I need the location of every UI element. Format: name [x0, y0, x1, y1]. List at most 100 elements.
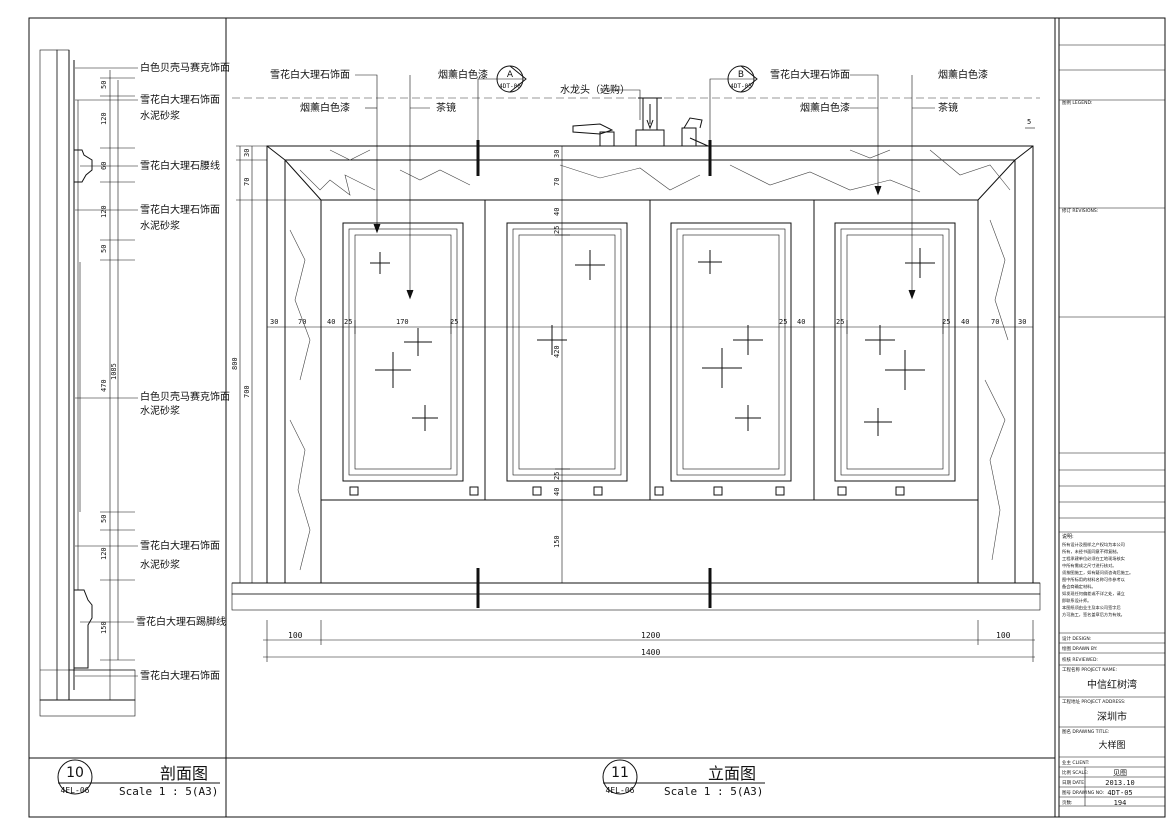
elev-cdim-30: 30 — [553, 150, 561, 158]
callout-b-ref: 4DT-05 — [730, 83, 752, 90]
elev-label-paint-right-2: 烟薰白色漆 — [800, 101, 850, 114]
section-view: 50 120 60 120 50 470 1085 50 120 150 白色贝… — [39, 49, 230, 717]
section-cut-markers — [476, 140, 712, 608]
callout-a-ref: 4DT-06 — [499, 83, 521, 90]
tb-note-8: 如发现任何偏差或不详之处，请立 — [1062, 590, 1125, 597]
elev-cdim-40b: 40 — [553, 488, 561, 496]
tb-client-label: 业主 CLIENT: — [1062, 759, 1089, 766]
elev-cdim-25a: 25 — [553, 226, 561, 234]
tb-note-11: 方可施工，签名盖章后方为有效。 — [1062, 611, 1125, 618]
mirror-door-2 — [506, 222, 628, 482]
elev-cdim-150: 150 — [553, 535, 561, 548]
sec-label-marble-4: 雪花白大理石饰面 — [140, 669, 220, 682]
tb-page-label: 页数: — [1062, 799, 1073, 806]
sec-label-mortar-4: 水泥砂浆 — [140, 558, 180, 571]
section-badge — [57, 759, 93, 795]
elev-hdim-25-d4l: 25 — [836, 318, 844, 326]
tb-drawing-title: 大样图 — [1098, 739, 1125, 751]
elevation-badge-number: 11 — [611, 765, 629, 781]
elev-bdim-1200: 1200 — [641, 631, 660, 640]
elev-label-paint-right: 烟薰白色漆 — [938, 68, 988, 81]
sec-dim-2: 120 — [100, 112, 108, 125]
elev-cdim-40a: 40 — [553, 208, 561, 216]
elev-floor-tile — [231, 582, 1041, 595]
tb-drawing-title-label: 图名 DRAWING TITLE: — [1062, 728, 1109, 735]
elev-label-marble-left: 雪花白大理石饰面 — [270, 68, 350, 81]
sec-label-marble-3: 雪花白大理石饰面 — [140, 539, 220, 552]
tb-note-5: 须按图施工，如有疑问须咨询后施工。 — [1062, 569, 1133, 576]
tb-project-address-label: 工程地址 PROJECT ADDRESS: — [1062, 698, 1126, 705]
tb-drawing-no-label: 图号 DRAWING NO: — [1062, 790, 1104, 796]
sec-dim-4: 120 — [100, 205, 108, 218]
sec-dim-9: 120 — [100, 547, 108, 560]
floor-slab — [68, 669, 136, 701]
elev-label-paint-left: 烟薰白色漆 — [438, 68, 488, 81]
tb-note-7: 备会商确定材料。 — [1062, 583, 1096, 590]
sec-label-waist: 雪花白大理石腰线 — [140, 159, 220, 172]
elev-floor-slab — [231, 593, 1041, 611]
sec-dim-8: 50 — [100, 515, 108, 523]
elev-hdim-70-left: 70 — [298, 318, 306, 326]
tb-drawing-no: 4DT-05 — [1107, 789, 1132, 797]
elev-hdim-25-d3r: 25 — [779, 318, 787, 326]
elev-cdim-70: 70 — [553, 178, 561, 186]
section-badge-ref: 4EL-06 — [61, 786, 90, 795]
sec-label-mosaic-2: 白色贝壳马赛克饰面 — [140, 390, 230, 403]
elev-hdim-25-left: 25 — [344, 318, 352, 326]
tb-date-label: 日期 DATE: — [1062, 780, 1086, 786]
title-block-text: 图例 LEGEND: 修订 REVISIONS: 说明: 所有设计及图样之产权均… — [1062, 99, 1137, 807]
tb-project-name-label: 工程名称 PROJECT NAME: — [1062, 666, 1117, 673]
skirting-profile — [73, 589, 93, 669]
tb-note-4: 中所有需成之尺寸进行核对。 — [1062, 562, 1116, 569]
callout-b-letter: B — [738, 70, 744, 80]
tb-revisions: 修订 REVISIONS: — [1062, 207, 1098, 214]
mortar-layer — [56, 49, 70, 701]
elevation-view: A 4DT-06 B 4DT-05 — [231, 65, 1041, 662]
title-block — [1059, 44, 1165, 807]
elev-bdim-1400: 1400 — [641, 648, 660, 657]
door-handles — [349, 486, 905, 496]
section-callout-a: A 4DT-06 — [477, 65, 527, 140]
elev-label-marble-right: 雪花白大理石饰面 — [770, 68, 850, 81]
elev-label-mirror-right: 茶镜 — [938, 101, 958, 114]
elev-cdim-25b: 25 — [553, 472, 561, 480]
elev-vdim-70: 70 — [243, 178, 251, 186]
sec-dim-10: 150 — [100, 621, 108, 634]
tb-note-9: 即联系设计师。 — [1062, 597, 1091, 604]
sec-label-mortar-2: 水泥砂浆 — [140, 219, 180, 232]
tb-project-name: 中信红树湾 — [1087, 678, 1137, 691]
elev-hdim-40-right: 40 — [961, 318, 969, 326]
section-badge-number: 10 — [66, 765, 84, 781]
sec-dim-5: 50 — [100, 245, 108, 253]
elevation-badge-ref: 4EL-06 — [606, 786, 635, 795]
sec-dim-7: 1085 — [110, 363, 118, 380]
elev-corner-mark: 5 — [1027, 118, 1031, 126]
elev-cdim-420: 420 — [553, 345, 561, 358]
elev-hdim-25-right: 25 — [942, 318, 950, 326]
sec-label-mortar-3: 水泥砂浆 — [140, 404, 180, 417]
wall-hatch — [39, 49, 58, 701]
tb-note-6: 图中所标用的材料名称可作参考以 — [1062, 576, 1126, 583]
elev-bdim-100-right: 100 — [996, 631, 1011, 640]
elev-bdim-100-left: 100 — [288, 631, 303, 640]
elev-label-mirror-left: 茶镜 — [436, 101, 456, 114]
sec-label-marble-1: 雪花白大理石饰面 — [140, 93, 220, 106]
sec-label-mosaic-top: 白色贝壳马赛克饰面 — [140, 61, 230, 74]
tb-page: 194 — [1114, 799, 1127, 807]
tb-scale-label: 比例 SCALE: — [1062, 769, 1088, 776]
elev-vdim-700: 700 — [243, 385, 251, 398]
sec-label-skirting: 雪花白大理石踢脚线 — [136, 615, 226, 628]
elev-hdim-170: 170 — [396, 318, 409, 326]
section-callout-b: B 4DT-05 — [709, 65, 758, 140]
tb-date: 2013.10 — [1105, 779, 1135, 787]
elev-label-paint-left-2: 烟薰白色漆 — [300, 101, 350, 114]
floor-base — [39, 699, 136, 717]
elevation-badge — [602, 759, 638, 795]
tb-drawn-by: 绘图 DRAWN BY: — [1062, 645, 1097, 652]
sec-label-mortar-1: 水泥砂浆 — [140, 109, 180, 122]
section-scale: Scale 1 : 5(A3) — [119, 785, 218, 798]
elev-hdim-30-left: 30 — [270, 318, 278, 326]
elevation-scale: Scale 1 : 5(A3) — [664, 785, 763, 798]
elev-hdim-25-mid: 25 — [450, 318, 458, 326]
